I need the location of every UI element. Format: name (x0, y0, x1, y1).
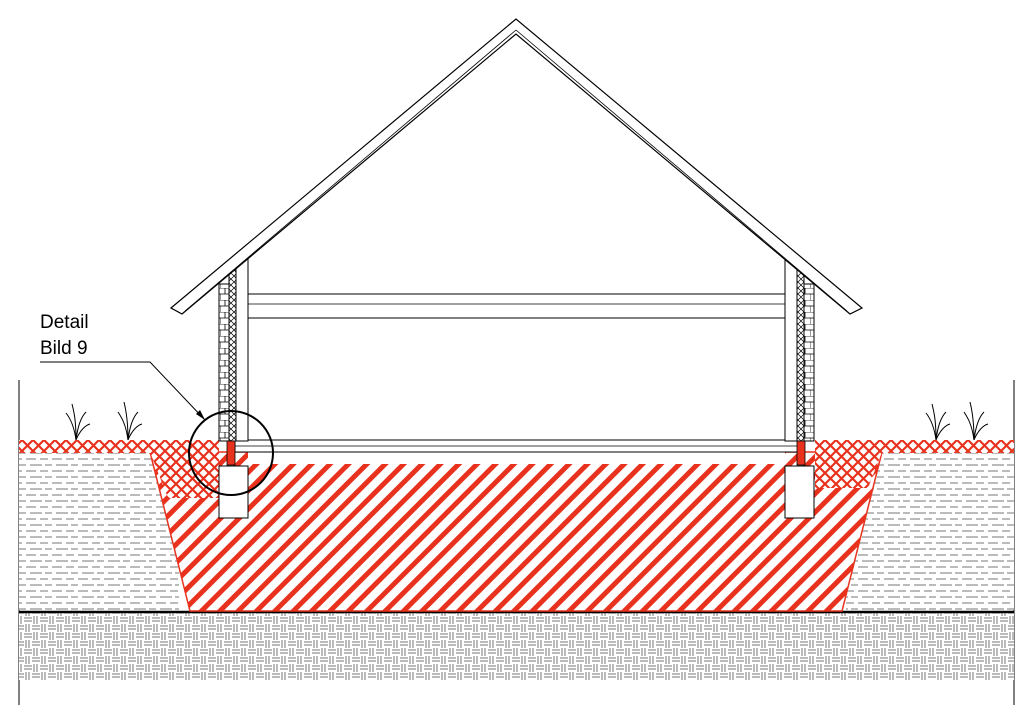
slab-zone (248, 452, 785, 464)
bearing-ground (19, 613, 1014, 680)
roof-inner-line-left (184, 29, 517, 312)
right-wall-insulation (796, 269, 805, 442)
compacted-fill (149, 451, 883, 612)
soil-layer-left (19, 452, 179, 610)
right-wall-masonry (803, 283, 815, 442)
roof-inner-line-right (515, 29, 848, 312)
plant-1 (65, 403, 91, 441)
foundation-right (784, 465, 815, 519)
left-wall-base-seal (226, 440, 236, 466)
detail-circle[interactable] (188, 410, 274, 496)
callout-label-figure: Bild 9 (40, 338, 88, 359)
callout-arrowhead (196, 410, 205, 420)
backfill-right (815, 440, 882, 488)
callout-leader-line (40, 361, 206, 421)
foundation-left (218, 465, 249, 519)
callout-label-detail: Detail (40, 312, 89, 333)
plant-3 (925, 403, 951, 441)
left-wall-masonry (218, 283, 230, 442)
ceiling-joist (247, 293, 786, 319)
plant-2 (117, 401, 143, 441)
left-wall-insulation (228, 269, 237, 442)
right-wall-inner (784, 257, 798, 442)
plant-4 (963, 401, 989, 441)
right-wall-base-seal (796, 440, 806, 466)
roof-outer (169, 18, 864, 315)
